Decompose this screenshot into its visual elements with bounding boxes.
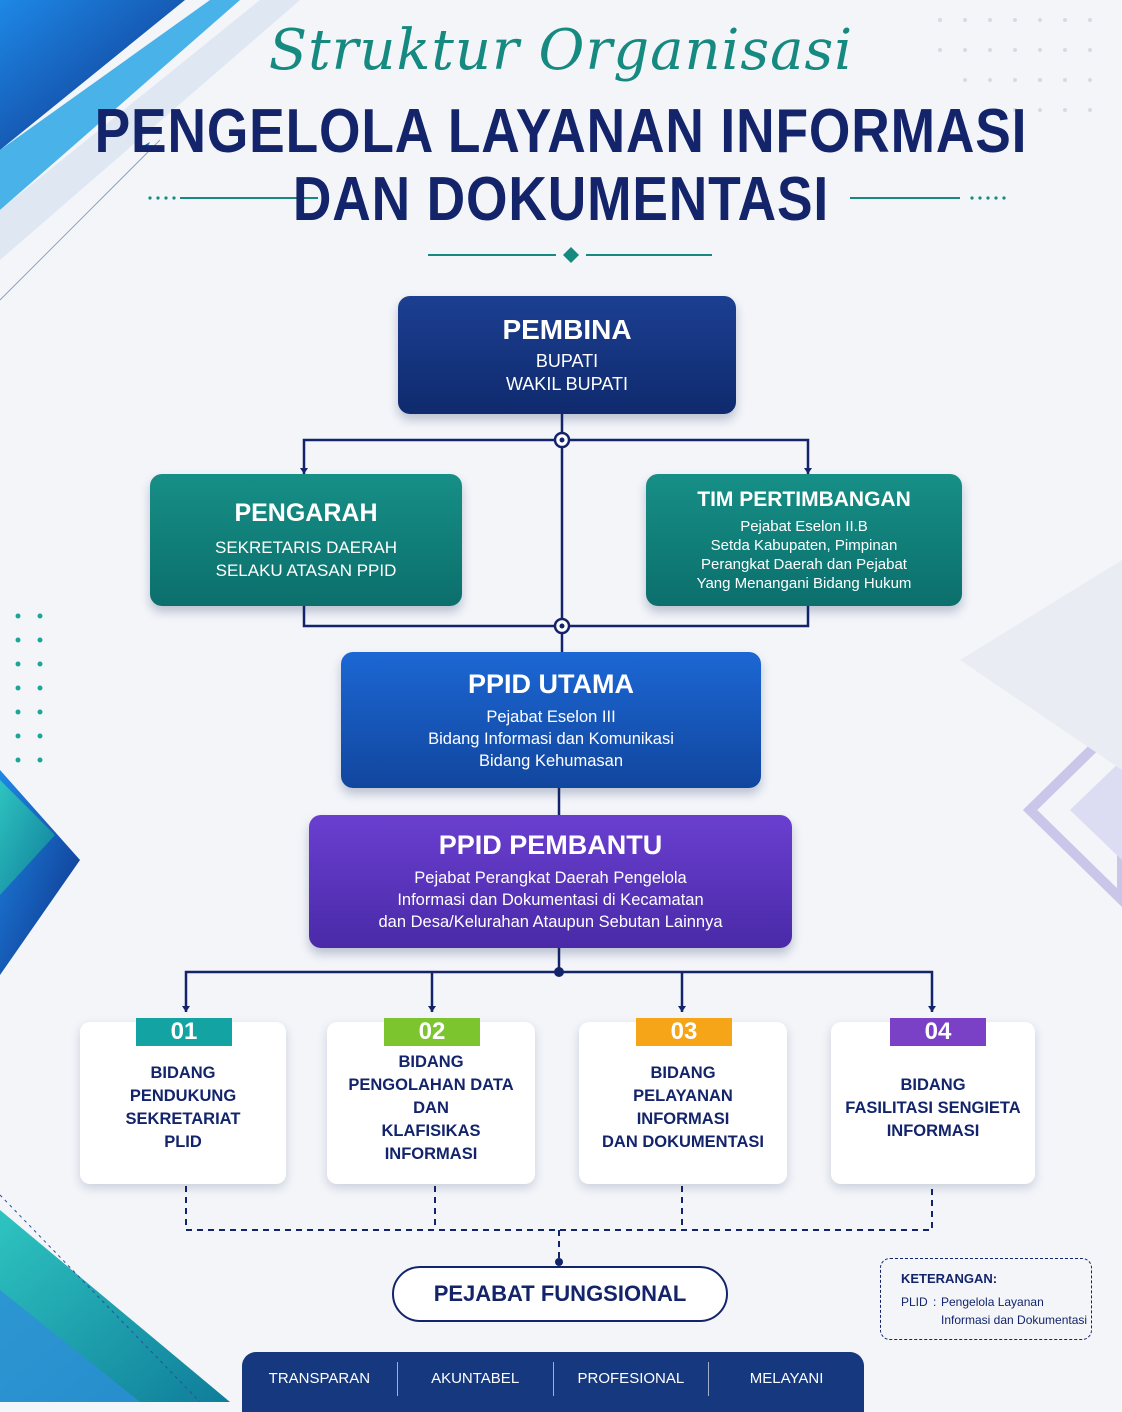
value-transparan: TRANSPARAN <box>242 1362 398 1396</box>
bidang-1-line1: BIDANG <box>150 1064 216 1082</box>
values-footer: TRANSPARAN AKUNTABEL PROFESIONAL MELAYAN… <box>242 1352 864 1412</box>
ppid-pembantu-line1: Pejabat Perangkat Daerah Pengelola <box>414 869 687 887</box>
bidang-2-line1: BIDANG <box>398 1052 464 1071</box>
bidang-2-line3: KLAFISIKAS INFORMASI <box>381 1121 481 1163</box>
bidang-4-line3: INFORMASI <box>886 1121 980 1140</box>
legend-box: KETERANGAN: PLID : Pengelola Layanan Inf… <box>880 1258 1092 1340</box>
ppid-utama-heading: PPID UTAMA <box>468 668 634 699</box>
tim-line4: Yang Menangani Bidang Hukum <box>696 574 912 592</box>
bidang-4-line2: FASILITASI SENGIETA <box>845 1098 1021 1117</box>
tim-line3: Perangkat Daerah dan Pejabat <box>701 555 907 573</box>
bidang-1-number: 01 <box>136 1018 232 1046</box>
pengarah-line1: SEKRETARIS DAERAH <box>214 537 397 557</box>
pengarah-line2: SELAKU ATASAN PPID <box>215 560 397 580</box>
script-title: Struktur Organisasi <box>268 18 854 83</box>
bidang-3-line1: BIDANG <box>650 1064 716 1082</box>
ppid-pembantu-line2: Informasi dan Dokumentasi di Kecamatan <box>397 891 704 909</box>
legend-abbr: PLID <box>901 1295 928 1309</box>
bidang-card-4: BIDANG FASILITASI SENGIETA INFORMASI <box>831 1022 1035 1184</box>
ppid-pembantu-box: PPID PEMBANTU Pejabat Perangkat Daerah P… <box>309 815 792 948</box>
bidang-3-line2: PELAYANAN INFORMASI <box>633 1087 733 1128</box>
bidang-1-line2: PENDUKUNG <box>129 1087 237 1105</box>
bidang-4-line1: BIDANG <box>900 1075 966 1094</box>
tim-pertimbangan-box: TIM PERTIMBANGAN Pejabat Eselon II.B Set… <box>646 474 962 606</box>
pembina-line2: WAKIL BUPATI <box>505 374 629 394</box>
pembina-heading: PEMBINA <box>502 314 632 345</box>
ppid-pembantu-line3: dan Desa/Kelurahan Ataupun Sebutan Lainn… <box>378 913 723 931</box>
pembina-line1: BUPATI <box>535 351 599 371</box>
ppid-utama-box: PPID UTAMA Pejabat Eselon III Bidang Inf… <box>341 652 761 788</box>
pejabat-fungsional: PEJABAT FUNGSIONAL <box>392 1266 728 1322</box>
bidang-2-line2: PENGOLAHAN DATA DAN <box>348 1075 514 1117</box>
pengarah-heading: PENGARAH <box>234 498 378 527</box>
bidang-3-line3: DAN DOKUMENTASI <box>602 1133 764 1151</box>
main-title-line1: PENGELOLA LAYANAN INFORMASI <box>94 97 1028 166</box>
legend-title: KETERANGAN: <box>901 1271 998 1286</box>
ppid-utama-line2: Bidang Informasi dan Komunikasi <box>428 729 674 748</box>
legend-desc-line2: Informasi dan Dokumentasi <box>941 1313 1088 1327</box>
bidang-card-3: BIDANG PELAYANAN INFORMASI DAN DOKUMENTA… <box>579 1022 787 1184</box>
bidang-4-number: 04 <box>890 1018 986 1046</box>
tim-heading: TIM PERTIMBANGAN <box>697 487 911 511</box>
value-akuntabel: AKUNTABEL <box>398 1362 554 1396</box>
bidang-1-line3: SEKRETARIAT <box>125 1110 241 1128</box>
legend-sep: : <box>933 1295 937 1309</box>
main-title-line2: DAN DOKUMENTASI <box>292 165 830 234</box>
pengarah-box: PENGARAH SEKRETARIS DAERAH SELAKU ATASAN… <box>150 474 462 606</box>
pembina-box: PEMBINA BUPATI WAKIL BUPATI <box>398 296 736 414</box>
ppid-utama-line3: Bidang Kehumasan <box>478 751 624 770</box>
value-profesional: PROFESIONAL <box>554 1362 710 1396</box>
bidang-card-1: BIDANG PENDUKUNG SEKRETARIAT PLID <box>80 1022 286 1184</box>
value-melayani: MELAYANI <box>749 1370 824 1387</box>
tim-line2: Setda Kabupaten, Pimpinan <box>710 536 898 554</box>
bidang-card-2: BIDANG PENGOLAHAN DATA DAN KLAFISIKAS IN… <box>327 1022 535 1184</box>
bidang-3-number: 03 <box>636 1018 732 1046</box>
legend-desc-line1: Pengelola Layanan <box>941 1295 1044 1309</box>
bidang-1-line4: PLID <box>164 1133 202 1151</box>
ppid-pembantu-heading: PPID PEMBANTU <box>438 830 663 860</box>
ppid-utama-line1: Pejabat Eselon III <box>486 707 616 726</box>
tim-line1: Pejabat Eselon II.B <box>740 517 868 535</box>
bidang-2-number: 02 <box>384 1018 480 1046</box>
